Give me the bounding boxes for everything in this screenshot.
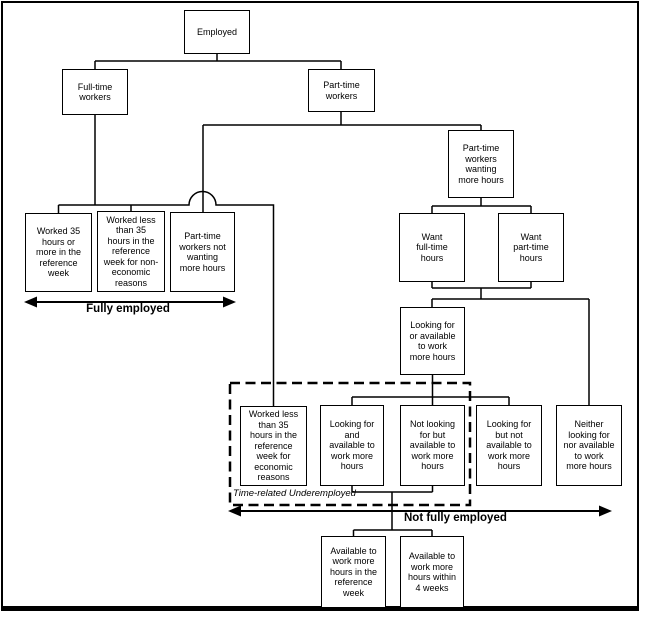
connector-looking-split xyxy=(351,375,510,405)
not-fully-employed-label: Not fully employed xyxy=(404,512,507,524)
box-not-looking-but-available: Not looking for but available to work mo… xyxy=(400,405,465,486)
box-worked-35-plus: Worked 35 hours or more in the reference… xyxy=(25,213,92,292)
box-pt-wanting-more: Part-time workers wanting more hours xyxy=(448,130,514,198)
diagram-border xyxy=(1,1,639,611)
box-looking-or-available: Looking for or available to work more ho… xyxy=(400,307,465,375)
time-related-underemployed-label: Time-related Underemployed xyxy=(233,488,356,499)
connector-employed-split xyxy=(94,54,342,69)
box-full-time-workers: Full-time workers xyxy=(62,69,128,115)
connector-wanting-split xyxy=(431,198,532,213)
box-looking-but-not-available: Looking for but not available to work mo… xyxy=(476,405,542,486)
box-worked-less-economic: Worked less than 35 hours in the referen… xyxy=(240,406,307,486)
box-neither-looking-nor-available: Neither looking for nor available to wor… xyxy=(556,405,622,486)
box-employed: Employed xyxy=(184,10,250,54)
connector-part-time-branch xyxy=(202,112,482,212)
time-related-underemployed-outline xyxy=(228,381,472,507)
box-part-time-workers: Part-time workers xyxy=(308,69,375,112)
box-want-part-time: Want part-time hours xyxy=(498,213,564,282)
fully-employed-arrow xyxy=(24,296,236,308)
box-pt-not-wanting-more: Part-time workers not wanting more hours xyxy=(170,212,235,292)
fully-employed-label: Fully employed xyxy=(86,303,170,315)
box-want-full-time: Want full-time hours xyxy=(399,213,465,282)
not-fully-employed-arrow xyxy=(228,505,612,517)
box-available-reference-week: Available to work more hours in the refe… xyxy=(321,536,386,608)
box-worked-less-non-economic: Worked less than 35 hours in the referen… xyxy=(97,211,165,292)
box-looking-and-available: Looking for and available to work more h… xyxy=(320,405,384,486)
connector-full-time-branch xyxy=(57,115,275,406)
box-available-4-weeks: Available to work more hours within 4 we… xyxy=(400,536,464,608)
connector-want-join-split xyxy=(431,282,590,405)
